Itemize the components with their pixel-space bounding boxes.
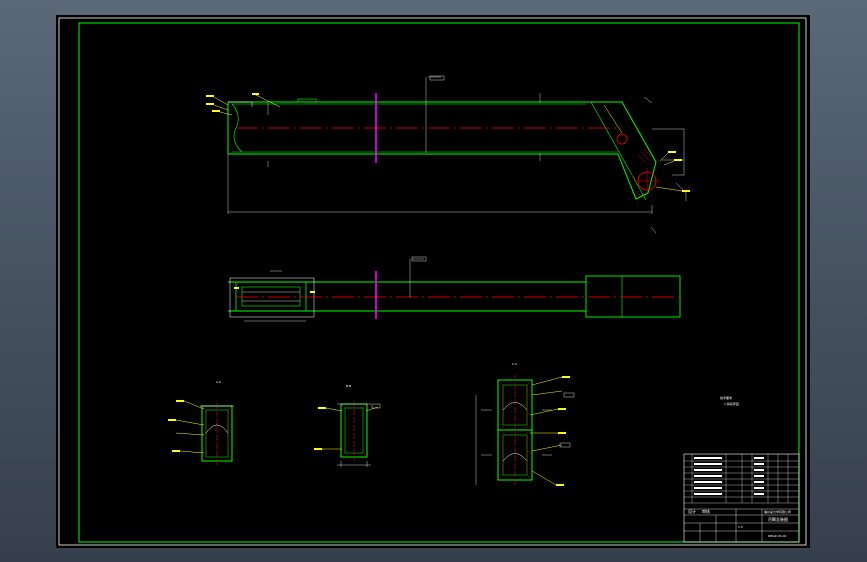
plan-end-block <box>229 277 315 318</box>
dim-marks <box>267 93 657 234</box>
plan-end-inner <box>235 281 307 312</box>
company-name: 福州某大学有限公司 <box>764 509 791 514</box>
section-b-tags <box>314 407 326 450</box>
section-a-hatch-l <box>201 405 207 462</box>
section-b-leaders <box>322 406 379 450</box>
head-hatch <box>631 148 653 198</box>
plan-tag-leader <box>409 258 424 297</box>
section-c-dims <box>475 395 552 485</box>
checker-label: 审核 <box>702 508 710 514</box>
section-b-dims <box>337 403 371 467</box>
outer-frame <box>58 17 807 546</box>
section-a-hatch-r <box>227 405 233 462</box>
section-c-tag-boxes <box>559 392 575 448</box>
title-block-frame <box>683 453 800 543</box>
title-area-grid <box>684 508 799 542</box>
section-b-tag-box <box>371 403 381 409</box>
section-c: C-C <box>475 362 575 487</box>
section-a-arc <box>205 424 229 434</box>
section-b: B-B <box>314 384 381 467</box>
section-c-hatch <box>497 379 533 481</box>
drawing-number: DBGZ-00-00 <box>768 534 787 538</box>
section-a-inner <box>205 409 229 458</box>
section-a: A-A <box>168 380 234 465</box>
front-view <box>206 75 690 234</box>
notes-line-2: 1.焊接牢固 <box>724 401 739 406</box>
title-block: 设计 审核 福州某大学有限公司 吊臂总装图 DBGZ-00-00 1:5 <box>683 453 800 543</box>
top-dim-tick <box>425 76 441 153</box>
section-b-label: B-B <box>346 384 351 388</box>
section-b-hatch <box>340 403 368 458</box>
head-inner <box>590 101 647 201</box>
section-c-arc-lower <box>502 453 528 462</box>
pivot-hole-upper <box>616 133 628 145</box>
plan-dims <box>242 270 306 322</box>
scale-value: 1:5 <box>738 525 743 529</box>
drawing-sheet: A-A B-B C-C <box>56 15 810 548</box>
plan-head <box>585 275 681 318</box>
parts-list-grid <box>684 454 799 504</box>
inner-frame <box>78 22 800 543</box>
parts-list-cells <box>694 457 764 495</box>
designer-label: 设计 <box>688 508 696 514</box>
section-a-label: A-A <box>216 380 222 384</box>
plan-leader-tags <box>234 287 315 293</box>
cad-drawing: A-A B-B C-C <box>58 17 807 546</box>
right-dim-box <box>652 128 687 201</box>
notes-line-1: 技术要求 <box>720 395 732 400</box>
technical-notes: 技术要求 1.焊接牢固 <box>720 395 739 406</box>
front-leader-tags <box>206 93 690 192</box>
plan-pocket <box>241 286 301 307</box>
front-leaders <box>213 94 683 192</box>
top-plate <box>297 98 317 103</box>
drawing-title: 吊臂总装图 <box>768 516 788 522</box>
top-view <box>228 256 681 322</box>
balloon-tag-2 <box>411 256 427 262</box>
section-c-leaders <box>529 376 563 486</box>
section-a-tags <box>168 400 184 452</box>
beam-head <box>586 101 657 200</box>
section-c-tags <box>556 376 570 486</box>
section-c-label: C-C <box>512 362 517 366</box>
balloon-tag-1 <box>429 75 445 81</box>
left-cap <box>228 101 253 107</box>
section-a-leaders <box>175 400 205 454</box>
